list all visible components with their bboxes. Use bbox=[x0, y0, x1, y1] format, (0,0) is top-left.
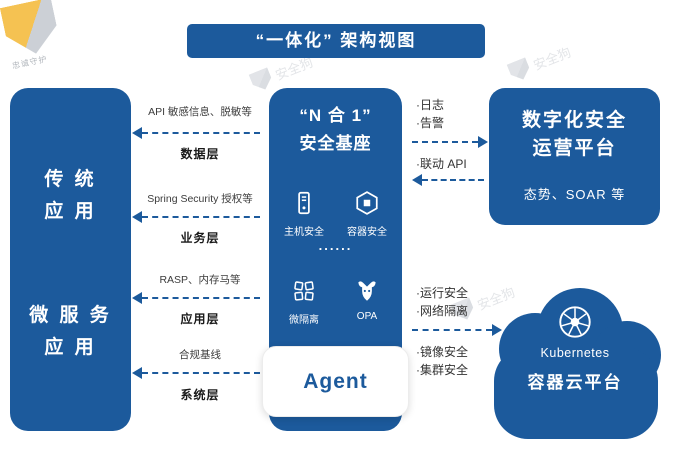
host-security-icon bbox=[273, 188, 335, 218]
layer-name: 系统层 bbox=[180, 388, 220, 402]
soc-subtitle: 态势、SOAR 等 bbox=[523, 187, 626, 202]
dashed-arrow-right bbox=[412, 135, 488, 148]
safedog-shield-icon bbox=[249, 67, 275, 93]
module-label: 微隔离 bbox=[289, 315, 319, 326]
dashed-arrow-right bbox=[412, 323, 502, 336]
opa-icon bbox=[336, 276, 398, 306]
agent-box: Agent bbox=[262, 346, 409, 417]
safedog-shield-icon bbox=[0, 0, 61, 59]
layer-label-business: 业务层 bbox=[134, 229, 266, 246]
layer-name: 应用层 bbox=[180, 312, 220, 326]
more-modules-ellipsis: ...... bbox=[318, 238, 353, 253]
module-label: OPA bbox=[356, 311, 378, 322]
runtime-security-label: ·运行安全 bbox=[416, 286, 468, 300]
layer-name: 业务层 bbox=[180, 231, 220, 245]
safedog-logo-watermark: 忠诚守护 bbox=[0, 0, 64, 72]
layer-group-data: API 敏感信息、脱敏等 bbox=[134, 104, 266, 119]
cloud-content: Kubernetes 容器云平台 bbox=[480, 281, 670, 445]
layer-label-data: 数据层 bbox=[134, 145, 266, 162]
soc-title-line1: 数字化安全 bbox=[521, 110, 627, 131]
soc-title-line2: 运营平台 bbox=[532, 138, 617, 159]
layer-caption: RASP、内存马等 bbox=[159, 274, 241, 286]
kubernetes-label: Kubernetes bbox=[540, 346, 610, 360]
module-opa: OPA bbox=[336, 276, 398, 322]
layer-caption: Spring Security 授权等 bbox=[147, 193, 253, 205]
layer-caption: API 敏感信息、脱敏等 bbox=[148, 106, 252, 118]
dashed-arrow-left bbox=[412, 173, 484, 186]
module-host-security: 主机安全 bbox=[273, 188, 335, 238]
layer-group-system: 合规基线 bbox=[134, 347, 266, 362]
traditional-app-label: 传 统 应 用 bbox=[44, 169, 97, 223]
dashed-arrow-left bbox=[132, 291, 260, 304]
layer-label-application: 应用层 bbox=[134, 310, 266, 327]
layer-caption: 合规基线 bbox=[179, 349, 221, 361]
security-base-title-line1: “N 合 1” bbox=[299, 106, 372, 125]
layer-label-system: 系统层 bbox=[134, 386, 266, 403]
module-label: 容器安全 bbox=[347, 227, 387, 238]
layer-group-business: Spring Security 授权等 bbox=[134, 191, 266, 206]
module-container-security: 容器安全 bbox=[336, 188, 398, 238]
module-micro-isolation: 微隔离 bbox=[273, 276, 335, 326]
cloud-title: 容器云平台 bbox=[527, 373, 623, 392]
image-security-label: ·镜像安全 bbox=[416, 345, 468, 359]
cloud-shape bbox=[494, 288, 661, 439]
log-label: ·日志 bbox=[416, 98, 444, 112]
cluster-security-label: ·集群安全 bbox=[416, 363, 468, 377]
apps-panel: 传 统 应 用 微 服 务 应 用 bbox=[10, 88, 131, 431]
container-security-icon bbox=[336, 188, 398, 218]
kubernetes-icon bbox=[559, 306, 591, 338]
safedog-shield-icon bbox=[507, 57, 533, 83]
dashed-arrow-left bbox=[132, 126, 260, 139]
module-label: 主机安全 bbox=[284, 227, 324, 238]
microservice-app-label: 微 服 务 应 用 bbox=[29, 305, 112, 359]
alert-label: ·告警 bbox=[416, 116, 444, 130]
dashed-arrow-left bbox=[132, 366, 260, 379]
layer-group-application: RASP、内存马等 bbox=[134, 272, 266, 287]
linkage-api-label: ·联动 API bbox=[416, 157, 467, 171]
soc-platform-panel: 数字化安全 运营平台 态势、SOAR 等 bbox=[489, 88, 660, 225]
watermark-tagline: 忠诚守护 bbox=[11, 54, 49, 71]
container-cloud-platform: Kubernetes 容器云平台 bbox=[480, 281, 670, 445]
watermark: 安全狗 bbox=[507, 41, 574, 84]
layer-name: 数据层 bbox=[180, 147, 220, 161]
page-title: “一体化” 架构视图 bbox=[187, 24, 485, 58]
micro-isolation-icon bbox=[273, 276, 335, 306]
dashed-arrow-left bbox=[132, 210, 260, 223]
network-isolation-label: ·网络隔离 bbox=[416, 304, 468, 318]
security-base-title-line2: 安全基座 bbox=[299, 134, 372, 153]
